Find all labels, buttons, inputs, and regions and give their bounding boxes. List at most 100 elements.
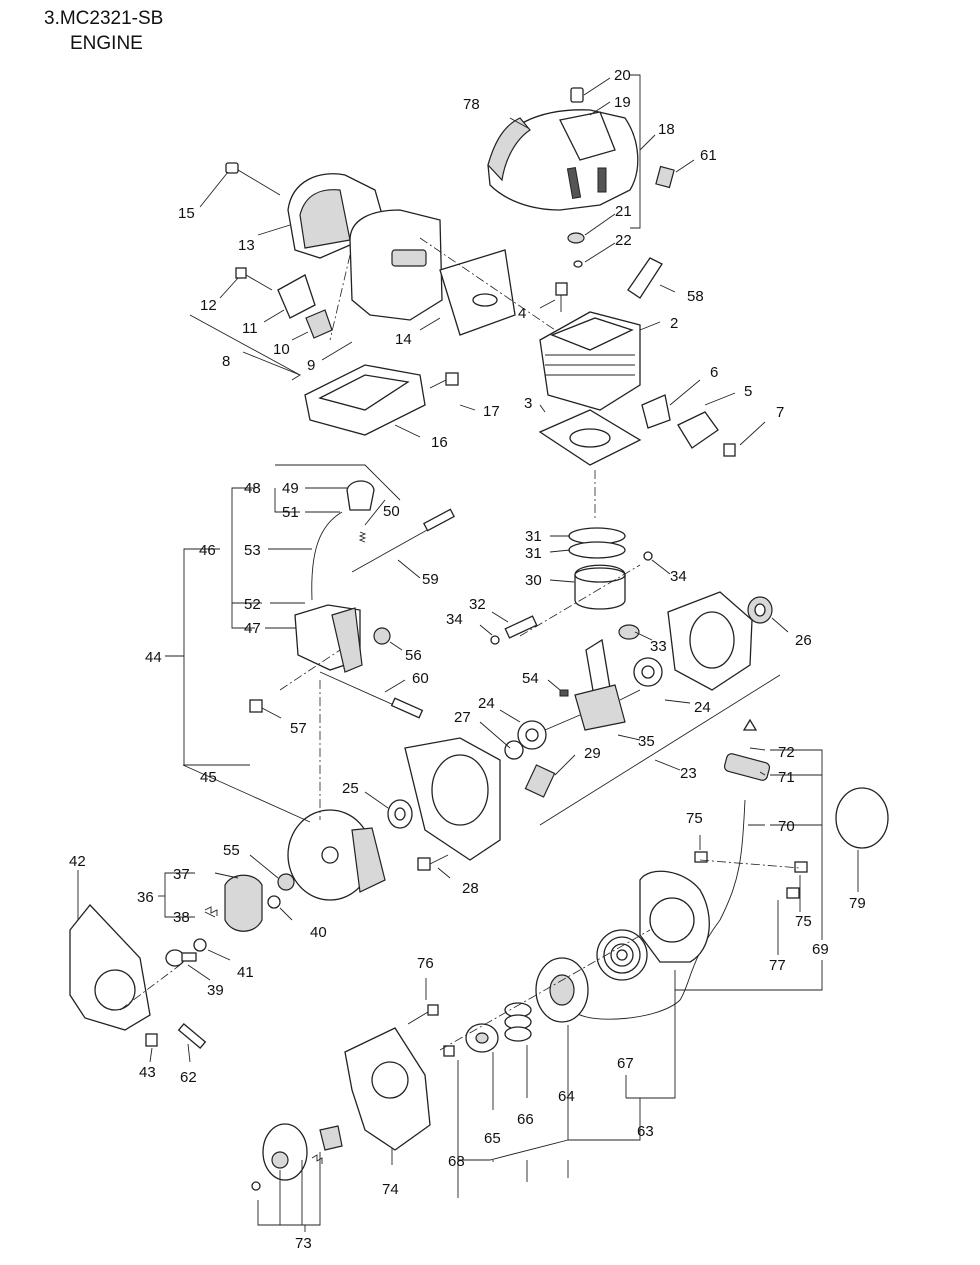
callout-56: 56 (405, 647, 422, 664)
spring-66-part (504, 1002, 532, 1042)
callout-20: 20 (614, 67, 631, 84)
callout-35: 35 (638, 733, 655, 750)
callout-63: 63 (637, 1123, 654, 1140)
bolt-12-part (235, 267, 273, 291)
callout-24b: 24 (694, 699, 711, 716)
callout-45: 45 (200, 769, 217, 786)
insulator-5-part (677, 411, 719, 449)
bolt-17-part (429, 372, 459, 389)
callout-5: 5 (744, 383, 752, 400)
bolt-57-part (249, 699, 263, 713)
plug-cap-49-part (346, 480, 375, 511)
filter-10-part (305, 309, 333, 339)
callout-12: 12 (200, 297, 217, 314)
callout-59: 59 (422, 571, 439, 588)
callout-49: 49 (282, 480, 299, 497)
callout-64: 64 (558, 1088, 575, 1105)
callout-41: 41 (237, 964, 254, 981)
nut-55-part (277, 873, 295, 891)
callout-31a: 31 (525, 528, 542, 545)
callout-31b: 31 (525, 545, 542, 562)
needle-bearing-33-part (618, 624, 640, 640)
callout-61: 61 (700, 147, 717, 164)
bolt-68-part (443, 1045, 455, 1057)
callout-24a: 24 (478, 695, 495, 712)
cylinder-2-part (539, 311, 641, 411)
callout-9: 9 (307, 357, 315, 374)
callout-27: 27 (454, 709, 471, 726)
callout-7: 7 (776, 404, 784, 421)
crankcase-23-part (667, 591, 753, 691)
callout-73: 73 (295, 1235, 312, 1252)
callout-72: 72 (778, 744, 795, 761)
callout-29: 29 (584, 745, 601, 762)
reel-64-part (535, 957, 589, 1023)
callout-53: 53 (244, 542, 261, 559)
callout-37: 37 (173, 866, 190, 883)
label-79-part (835, 787, 889, 849)
callout-32: 32 (469, 596, 486, 613)
leader-lines (77, 74, 859, 1232)
washer-22-part (573, 260, 583, 268)
flywheel-45-part (287, 809, 386, 901)
callout-4: 4 (518, 305, 526, 322)
wire-59-part (351, 508, 456, 573)
grommet-21-part (567, 232, 585, 244)
callout-47: 47 (244, 620, 261, 637)
callout-75b: 75 (795, 913, 812, 930)
gasket-29-part (524, 764, 556, 798)
callout-70: 70 (778, 818, 795, 835)
callout-14: 14 (395, 331, 412, 348)
wire-60-part (319, 671, 424, 719)
callout-3: 3 (524, 395, 532, 412)
callout-10: 10 (273, 341, 290, 358)
callout-23: 23 (680, 765, 697, 782)
model-title: 3.MC2321-SB (44, 8, 164, 29)
callout-54: 54 (522, 670, 539, 687)
callout-36: 36 (137, 889, 154, 906)
callout-52: 52 (244, 596, 261, 613)
spring-38-part (204, 906, 218, 916)
bolt-76-part (407, 1004, 439, 1025)
washer-41-part (193, 938, 207, 952)
callout-44: 44 (145, 649, 162, 666)
assembly-axes (119, 237, 801, 1051)
top-cover-part (487, 109, 639, 211)
tray-16-part (304, 364, 426, 436)
callout-60: 60 (412, 670, 429, 687)
callout-74: 74 (382, 1181, 399, 1198)
callout-39: 39 (207, 982, 224, 999)
spiral-spring-67-part (596, 929, 648, 981)
callout-19: 19 (614, 94, 631, 111)
callout-62: 62 (180, 1069, 197, 1086)
starter-assy-73-part (251, 1123, 343, 1191)
pin-62-part (177, 1023, 207, 1049)
callout-8: 8 (222, 353, 230, 370)
callout-48: 48 (244, 480, 261, 497)
callout-16: 16 (431, 434, 448, 451)
callout-46: 46 (199, 542, 216, 559)
knob-71-part (723, 718, 771, 781)
diagram-header: 3.MC2321-SB ENGINE (44, 6, 163, 56)
high-tension-cable-53-part (311, 511, 343, 601)
callout-2: 2 (670, 315, 678, 332)
piston-pin-32-part (504, 615, 538, 639)
bolt-15-part (225, 162, 281, 196)
callout-25: 25 (342, 780, 359, 797)
callout-67: 67 (617, 1055, 634, 1072)
starter-base-74-part (344, 1027, 431, 1151)
callout-34a: 34 (670, 568, 687, 585)
callout-13: 13 (238, 237, 255, 254)
callout-69: 69 (812, 941, 829, 958)
callout-11: 11 (242, 320, 258, 337)
section-title: ENGINE (70, 33, 143, 54)
bolt-28-part (417, 854, 449, 871)
spark-plug-58-part (627, 257, 663, 299)
gasket-6-part (641, 394, 671, 429)
callout-18: 18 (658, 121, 675, 138)
callout-6: 6 (710, 364, 718, 381)
piston-30-part (574, 564, 626, 610)
callout-numbers: 20 19 78 18 61 21 22 15 13 12 11 10 8 9 … (69, 67, 866, 1252)
callout-65: 65 (484, 1130, 501, 1147)
